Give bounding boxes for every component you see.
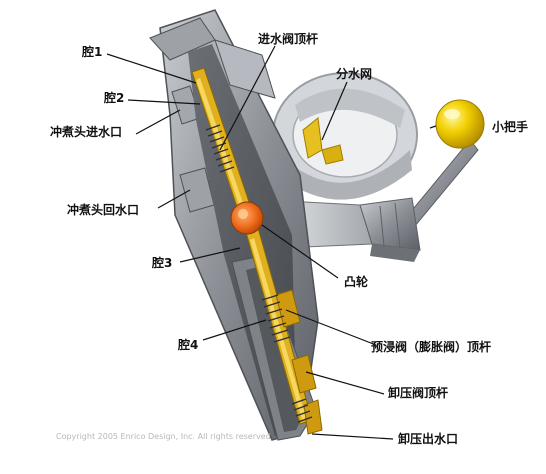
water-dish bbox=[272, 72, 418, 200]
water-net-part bbox=[302, 117, 344, 165]
label-relief-valve-rod: 卸压阀顶杆 bbox=[388, 386, 449, 400]
label-preinfusion-rod: 预浸阀（膨胀阀）顶杆 bbox=[371, 340, 492, 354]
label-small-handle: 小把手 bbox=[492, 120, 529, 134]
leader-lines bbox=[106, 45, 437, 440]
lower-rod-part bbox=[245, 227, 323, 435]
label-relief-outlet: 卸压出水口 bbox=[398, 432, 459, 446]
copyright-watermark: Copyright 2005 Enrico Design, Inc. All r… bbox=[56, 432, 271, 441]
upper-spring bbox=[205, 124, 235, 173]
label-water-net: 分水网 bbox=[336, 67, 373, 81]
label-brew-head-return: 冲煮头回水口 bbox=[67, 203, 140, 217]
label-cam: 凸轮 bbox=[344, 275, 369, 289]
label-cavity-3: 腔3 bbox=[152, 256, 173, 270]
label-cavity-4: 腔4 bbox=[178, 338, 199, 352]
handle-knob bbox=[435, 99, 485, 149]
lower-spring bbox=[261, 294, 313, 423]
label-brew-head-inlet: 冲煮头进水口 bbox=[50, 125, 123, 139]
label-cavity-1: 腔1 bbox=[82, 45, 103, 59]
cam-part bbox=[230, 201, 264, 235]
label-inlet-valve-rod: 进水阀顶杆 bbox=[258, 32, 319, 46]
label-cavity-2: 腔2 bbox=[104, 91, 125, 105]
